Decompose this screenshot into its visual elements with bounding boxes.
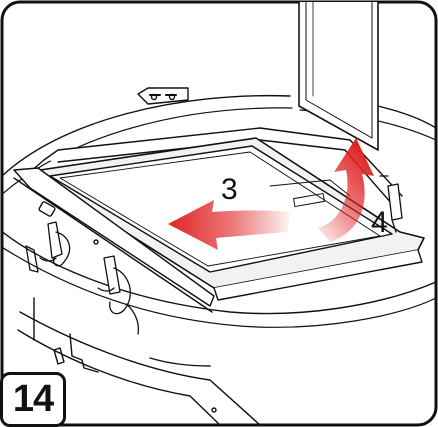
arrow-lift-up — [318, 138, 374, 242]
arrow-slide-left — [168, 200, 290, 250]
callout-label-4: 4 — [371, 206, 388, 239]
vertical-panel — [298, 2, 379, 151]
top-bracket — [137, 87, 189, 105]
right-latch — [379, 175, 403, 233]
left-clips — [25, 221, 140, 335]
lower-hood-body — [17, 297, 261, 425]
callout-label-3: 3 — [221, 173, 238, 206]
left-rail — [13, 167, 215, 313]
step-number-badge: 14 — [0, 372, 66, 427]
